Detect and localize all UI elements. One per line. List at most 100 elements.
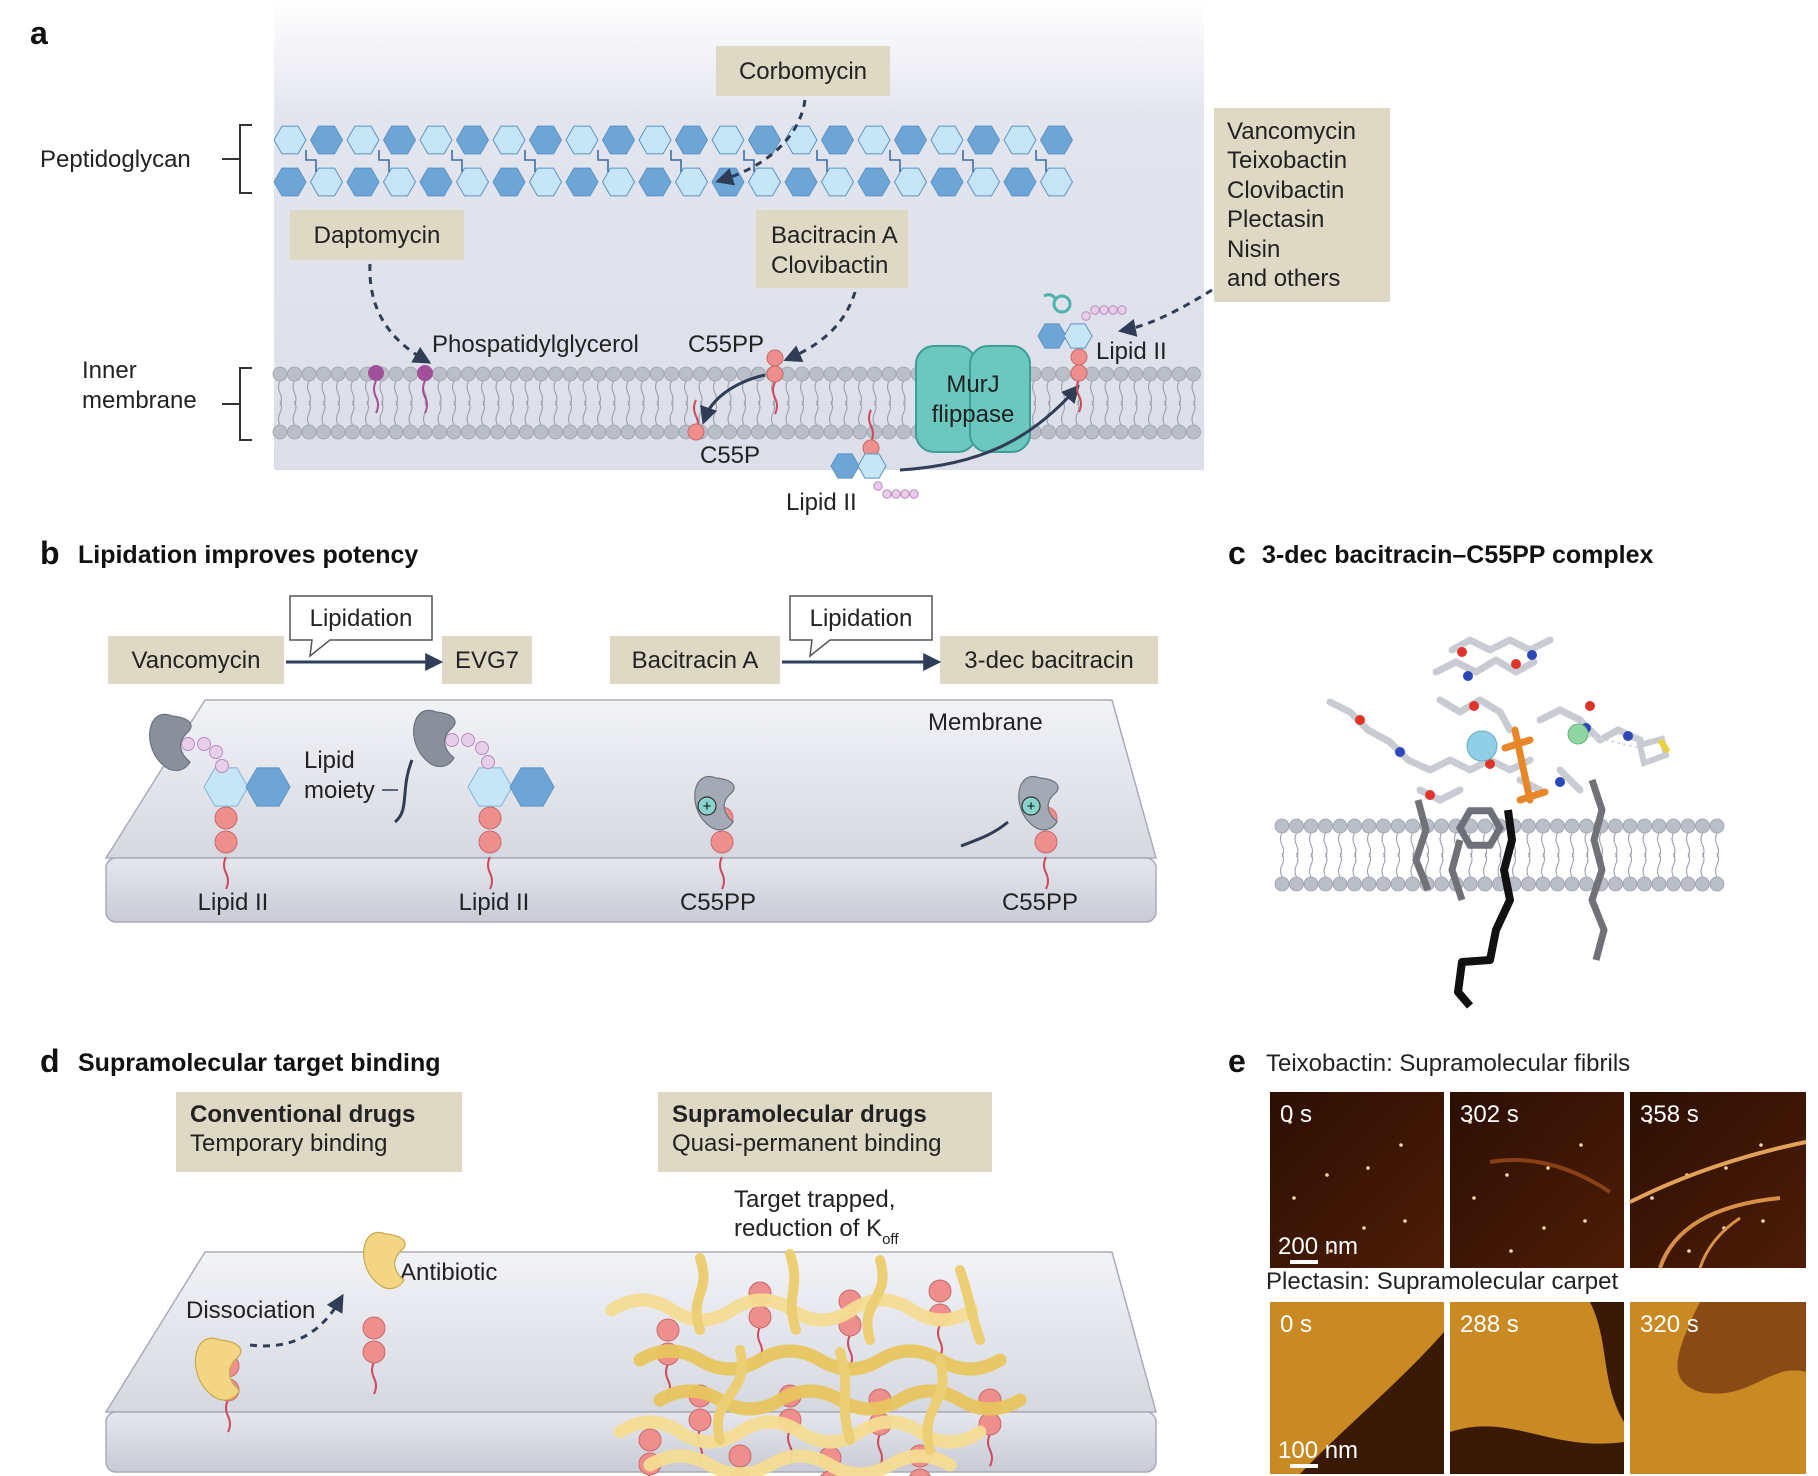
lipid-tail xyxy=(582,380,587,406)
lipid-tail xyxy=(1118,380,1124,406)
glycan-unit xyxy=(674,167,709,197)
evg7-box xyxy=(442,636,532,684)
phosphate-bead xyxy=(478,830,502,854)
panel-b: b Lipidation improves potency Membrane V… xyxy=(40,535,1158,923)
molecule-bond xyxy=(1492,656,1520,676)
lipid-head xyxy=(1434,876,1449,892)
lipid-tail xyxy=(1555,852,1560,878)
lipid-head xyxy=(1289,818,1304,834)
lipid-head xyxy=(1521,818,1536,834)
molecule-bond xyxy=(1436,786,1464,804)
lipid-head xyxy=(1666,818,1681,834)
target-trapped-label: Target trapped, xyxy=(734,1186,895,1213)
lipid-head xyxy=(881,366,897,382)
phosphate-bond xyxy=(1501,736,1534,752)
pentapeptide-bead xyxy=(475,741,489,755)
molecule-bond xyxy=(1364,726,1394,746)
lipid-head xyxy=(1622,818,1638,834)
lipid-tail xyxy=(727,400,732,426)
lipid-head xyxy=(1579,876,1594,892)
lipid-head xyxy=(1666,876,1681,892)
lipid-head xyxy=(1535,876,1551,892)
lipid-head xyxy=(794,366,810,382)
glcnac-sugar xyxy=(1063,323,1093,349)
lipid-tail xyxy=(669,380,674,406)
lipid-ii-top-label: Lipid II xyxy=(1096,338,1167,365)
glycan-unit xyxy=(820,167,855,197)
glycan-unit xyxy=(1039,125,1074,155)
afm-speckle xyxy=(1724,1166,1728,1170)
lipid-tail xyxy=(1395,852,1401,878)
lipid-tail xyxy=(1147,400,1153,426)
lipid-tail xyxy=(509,400,515,426)
lipid-tail xyxy=(466,380,471,406)
afm-speckle xyxy=(1546,1166,1550,1170)
lipid-head xyxy=(1274,876,1290,892)
lipid-head xyxy=(1084,424,1100,440)
lipid-head xyxy=(374,424,389,440)
lipid-head xyxy=(548,366,563,382)
pentapeptide-bead xyxy=(209,745,223,759)
lipid-tail xyxy=(1671,832,1676,858)
lipid-ii-cytoplasmic xyxy=(830,409,919,499)
lipid-head xyxy=(316,366,331,382)
panel-b-label: b xyxy=(40,535,60,571)
lipid-tail xyxy=(1337,852,1343,878)
afm-fibril xyxy=(1629,1140,1807,1204)
phosphate-bead xyxy=(638,1428,662,1452)
lipid-tail xyxy=(1511,852,1517,878)
dec-bacitracin-box xyxy=(940,636,1158,684)
afm-tile xyxy=(1450,1092,1624,1268)
lipid-tail xyxy=(1439,832,1444,858)
lipid-tail xyxy=(1584,852,1589,878)
lipid-head xyxy=(664,424,679,440)
lipid-head xyxy=(707,424,723,440)
lipid-head xyxy=(577,424,592,440)
glycan-unit xyxy=(893,167,928,197)
fibril-crosslink xyxy=(713,1345,747,1445)
decanoyl-chain xyxy=(1412,799,1432,892)
lipid-tail xyxy=(654,380,660,406)
lipid-tail xyxy=(277,400,283,426)
lipid-tail xyxy=(364,380,370,406)
lipid-tail xyxy=(596,400,602,426)
fibril-crosslink xyxy=(922,1355,948,1455)
afm-speckle xyxy=(1650,1196,1654,1200)
afm-speckle xyxy=(1583,1219,1587,1223)
pentapeptide-bead xyxy=(481,755,495,769)
lipid-tail xyxy=(379,400,384,426)
lipid-moiety-tail xyxy=(960,820,1009,848)
lipid-head xyxy=(1171,366,1187,382)
lipid-head xyxy=(272,424,288,440)
lipidation-label-1: Lipidation xyxy=(310,605,413,632)
lipid-head xyxy=(809,424,824,440)
lipid-head xyxy=(664,366,679,382)
molecule-bond xyxy=(1556,766,1584,794)
membrane-bracket xyxy=(222,367,252,441)
atom xyxy=(1457,647,1467,657)
lipid-head xyxy=(490,366,505,382)
lipid-tail xyxy=(683,380,689,406)
lipid-head xyxy=(1070,424,1085,440)
lipid-tail xyxy=(1337,832,1343,858)
lipid-head xyxy=(591,366,607,382)
lipid-head xyxy=(606,424,621,440)
lipid-tail xyxy=(1162,380,1167,406)
lipid-head xyxy=(403,366,418,382)
lipid-tail xyxy=(1685,852,1691,878)
lipid-tail xyxy=(437,400,442,426)
conventional-drugs-box xyxy=(176,1092,462,1172)
panel-d-title: Supramolecular target binding xyxy=(78,1049,441,1077)
lipid-tail xyxy=(1191,380,1196,406)
lipid-head xyxy=(301,366,317,382)
murnac-sugar xyxy=(509,767,555,807)
peptidoglycan-label: Peptidoglycan xyxy=(40,146,191,173)
lipid-head xyxy=(591,424,607,440)
glcnac-sugar xyxy=(857,453,887,479)
lipid-head xyxy=(867,424,882,440)
glycan-unit xyxy=(601,167,636,197)
atom xyxy=(1425,790,1435,800)
lipid-tail xyxy=(1104,380,1109,406)
pentapeptide-bead xyxy=(197,737,211,751)
lipid-tail xyxy=(698,380,703,406)
